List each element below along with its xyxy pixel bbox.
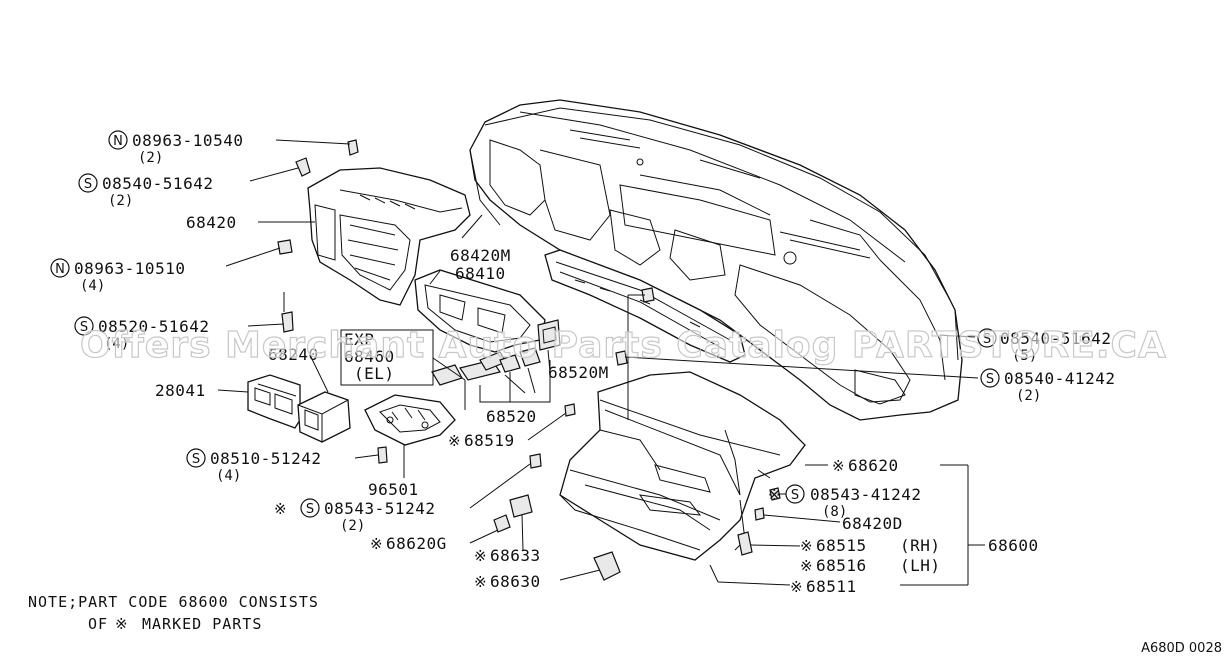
marked-symbol: ※ bbox=[274, 500, 287, 518]
part-label: 68519 bbox=[464, 431, 515, 450]
lower-cover-illustration bbox=[559, 371, 806, 561]
qty-label: (2) bbox=[1016, 388, 1041, 404]
ornament-strip-illustration bbox=[544, 249, 746, 363]
note-block: NOTE;PART CODE 68600 CONSISTS OF ※ MARKE… bbox=[28, 593, 319, 633]
cluster-lid-illustration bbox=[307, 167, 471, 306]
screw-symbol: S bbox=[192, 452, 200, 467]
part-label: 68620 bbox=[848, 456, 899, 475]
nut-symbol: N bbox=[113, 134, 123, 149]
finisher-illustration bbox=[414, 269, 546, 353]
part-label: 68520 bbox=[486, 407, 537, 426]
qty-label: (4) bbox=[104, 336, 129, 352]
bracket-illustration bbox=[364, 394, 456, 446]
screw-symbol: S bbox=[986, 372, 994, 387]
screw-symbol: S bbox=[791, 488, 799, 503]
part-label: 68460 bbox=[344, 347, 395, 366]
part-label: 68630 bbox=[490, 572, 541, 591]
variant-tag: (EL) bbox=[354, 364, 395, 383]
part-label: 96501 bbox=[368, 480, 419, 499]
marked-symbol: ※ bbox=[115, 615, 128, 633]
part-label: 08543-41242 bbox=[810, 485, 921, 504]
variant-tag: (RH) bbox=[900, 536, 941, 555]
marked-symbol: ※ bbox=[768, 486, 781, 504]
meter-illustration bbox=[247, 374, 301, 429]
note-line-1: NOTE;PART CODE 68600 CONSISTS bbox=[28, 593, 319, 611]
symbol-circles bbox=[50, 130, 1000, 518]
qty-label: (8) bbox=[822, 504, 847, 520]
screw-symbol: S bbox=[80, 320, 88, 335]
qty-label: (2) bbox=[108, 193, 133, 209]
part-label: 68240 bbox=[268, 345, 319, 364]
part-label: 08963-10510 bbox=[74, 259, 185, 278]
part-label: 08540-41242 bbox=[1004, 369, 1115, 388]
part-label: 68633 bbox=[490, 546, 541, 565]
part-label: 68410 bbox=[455, 264, 506, 283]
instrument-panel-illustration bbox=[469, 99, 963, 421]
screw-symbol: S bbox=[84, 177, 92, 192]
marked-symbol: ※ bbox=[790, 578, 803, 596]
part-label: 08540-51642 bbox=[102, 174, 213, 193]
ashtray-illustration bbox=[297, 391, 351, 443]
variant-tag: EXP bbox=[344, 330, 374, 349]
leader-lines bbox=[217, 139, 985, 586]
marked-symbol: ※ bbox=[474, 547, 487, 565]
part-label: 68620G bbox=[386, 534, 447, 553]
part-label: 68515 bbox=[816, 536, 867, 555]
part-label: 68520M bbox=[548, 363, 609, 382]
qty-label: (4) bbox=[80, 278, 105, 294]
qty-label: (2) bbox=[340, 518, 365, 534]
symbol-letters: N S N S S S S S S bbox=[55, 134, 994, 517]
part-label: 68516 bbox=[816, 556, 867, 575]
part-label: 08543-51242 bbox=[324, 499, 435, 518]
watermark: Offers Merchant Auto Parts Catalog PARTS… bbox=[80, 325, 1167, 366]
part-label: 68600 bbox=[988, 536, 1039, 555]
qty-label: (2) bbox=[138, 150, 163, 166]
marked-symbol: ※ bbox=[474, 573, 487, 591]
part-label: 08520-51642 bbox=[98, 317, 209, 336]
figure-reference: A680D 0028 bbox=[1141, 641, 1222, 656]
screw-symbol: S bbox=[983, 332, 991, 347]
part-label: 08540-51642 bbox=[1000, 329, 1111, 348]
qty-label: (4) bbox=[216, 468, 241, 484]
switch-illustration bbox=[431, 319, 561, 386]
screw-symbol: S bbox=[306, 502, 314, 517]
part-label: 68420M bbox=[450, 246, 511, 265]
note-line-2-start: OF bbox=[88, 615, 108, 633]
part-label: 68420 bbox=[186, 213, 237, 232]
part-label: 08510-51242 bbox=[210, 449, 321, 468]
part-label: 28041 bbox=[155, 381, 206, 400]
marked-symbol: ※ bbox=[800, 537, 813, 555]
part-labels: 08963-10540 (2) 08540-51642 (2) 68420 08… bbox=[74, 131, 1115, 596]
marked-symbol: ※ bbox=[448, 432, 461, 450]
marked-part-symbols: ※ ※ ※ ※ ※ ※ ※ ※ ※ ※ bbox=[274, 432, 845, 596]
marked-symbol: ※ bbox=[370, 535, 383, 553]
note-line-2-end: MARKED PARTS bbox=[142, 615, 262, 633]
qty-label: (5) bbox=[1012, 348, 1037, 364]
small-fittings-illustration bbox=[277, 139, 781, 581]
part-label: 08963-10540 bbox=[132, 131, 243, 150]
marked-symbol: ※ bbox=[800, 557, 813, 575]
part-label: 68420D bbox=[842, 514, 903, 533]
variant-tag: (LH) bbox=[900, 556, 941, 575]
nut-symbol: N bbox=[55, 262, 65, 277]
part-label: 68511 bbox=[806, 577, 857, 596]
marked-symbol: ※ bbox=[832, 457, 845, 475]
